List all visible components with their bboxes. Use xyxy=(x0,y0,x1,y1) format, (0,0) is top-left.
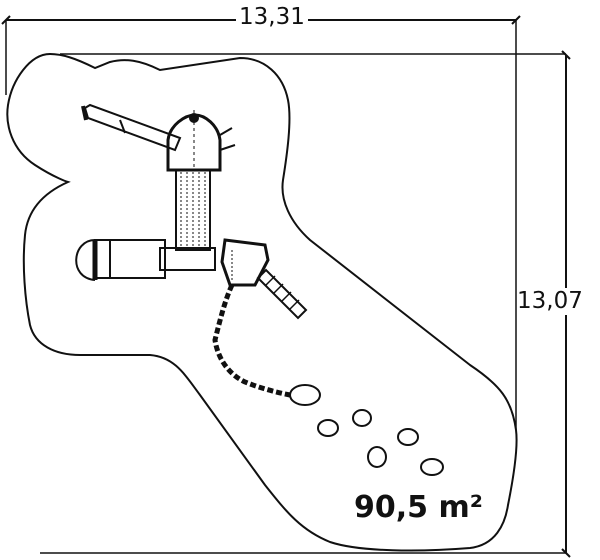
rope-walk xyxy=(212,283,291,398)
tower-top xyxy=(166,110,236,172)
stepping-stones xyxy=(289,384,444,476)
height-dimension-label: 13,07 xyxy=(517,288,583,315)
safety-zone-outline xyxy=(6,52,518,552)
area-label: 90,5 m² xyxy=(354,490,483,525)
tunnel xyxy=(75,239,216,281)
bridge xyxy=(175,169,211,251)
tower-second xyxy=(220,238,270,287)
ladder xyxy=(256,268,308,320)
height-dimension-line xyxy=(40,50,571,558)
slide xyxy=(81,103,182,152)
width-dimension-line xyxy=(1,15,521,430)
width-dimension-label: 13,31 xyxy=(236,6,308,29)
